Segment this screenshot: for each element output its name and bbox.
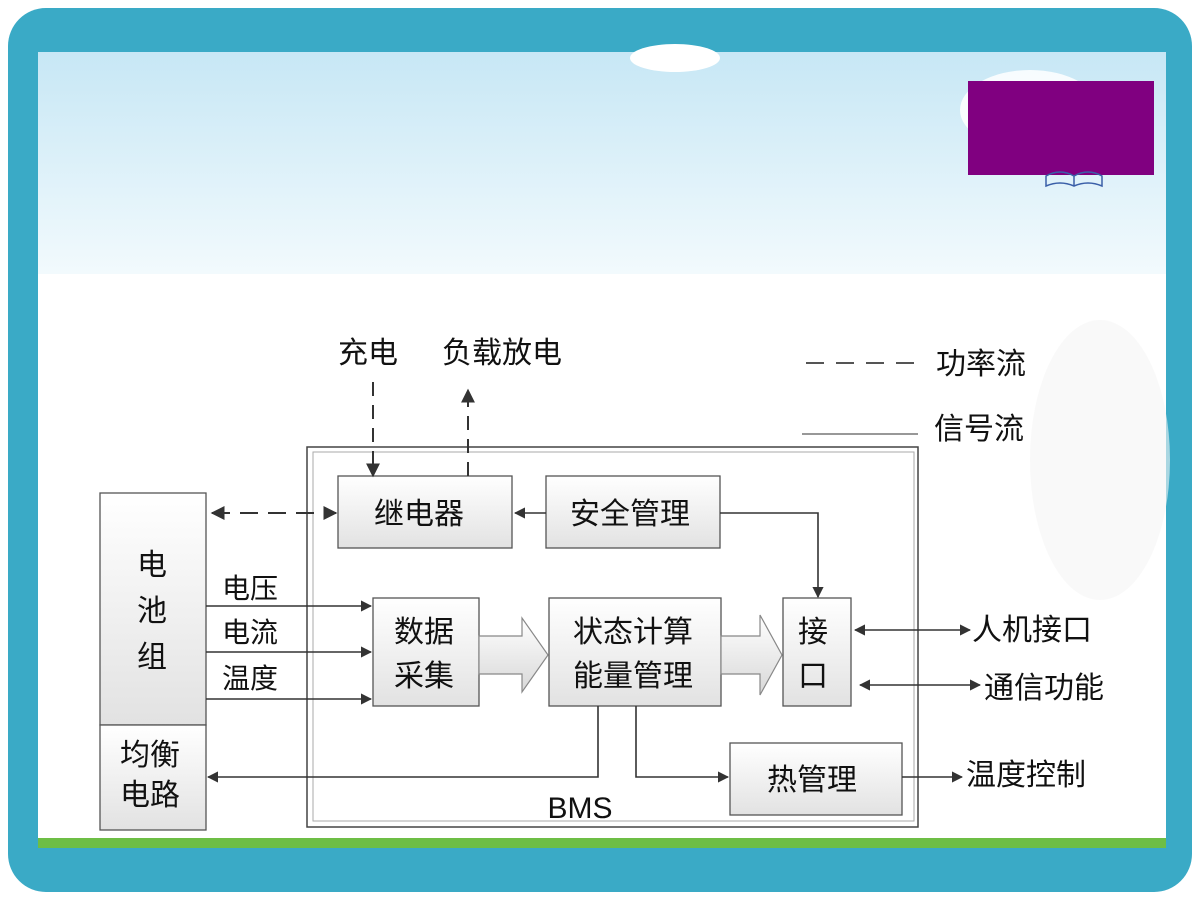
block-arrow-acq-to-state [478, 616, 549, 694]
interface-label: 接口 [798, 615, 828, 694]
bms-outer-border [306, 446, 919, 828]
safety-to-interface-arrow [720, 512, 824, 599]
state-calc-box [548, 597, 722, 707]
bms-label: BMS [547, 792, 612, 825]
bms-inner-border [312, 451, 915, 822]
state-to-thermal-arrow [635, 706, 730, 783]
block-arrow-state-to-interface [720, 614, 783, 696]
comm-label: 通信功能 [984, 671, 1104, 706]
relay-box [337, 475, 513, 549]
relay-label: 继电器 [374, 497, 464, 532]
battery-pack-box [99, 492, 207, 726]
thermal-mgmt-label: 热管理 [767, 763, 857, 798]
grass-strip [38, 838, 1166, 848]
balance-circuit-box [99, 724, 207, 831]
balance-circuit-label: 均衡电路 [120, 738, 180, 813]
load-discharge-label: 负载放电 [442, 336, 562, 371]
cloud-shape [1030, 320, 1170, 600]
safety-mgmt-box [545, 475, 721, 549]
data-acquisition-label: 数据采集 [394, 615, 454, 694]
thermal-mgmt-box [729, 742, 903, 816]
cloud-shape [630, 44, 720, 72]
teal-frame-bottom [38, 848, 1166, 860]
state-calc-label: 状态计算能量管理 [573, 615, 693, 694]
data-acquisition-box [372, 597, 480, 707]
state-to-balance-arrow [206, 706, 599, 783]
accent-box [968, 81, 1154, 175]
legend-power-label: 功率流 [936, 347, 1026, 382]
charge-label: 充电 [338, 336, 398, 371]
temperature-label: 温度 [222, 662, 278, 695]
battery-pack-label: 电池组 [137, 548, 167, 675]
temp-control-label: 温度控制 [966, 758, 1086, 793]
legend-signal-label: 信号流 [934, 412, 1024, 447]
hmi-label: 人机接口 [972, 613, 1092, 648]
book-icon [1045, 171, 1103, 188]
safety-mgmt-label: 安全管理 [570, 497, 690, 532]
voltage-label: 电压 [222, 572, 278, 605]
interface-box [782, 597, 852, 707]
current-label: 电流 [222, 616, 278, 649]
